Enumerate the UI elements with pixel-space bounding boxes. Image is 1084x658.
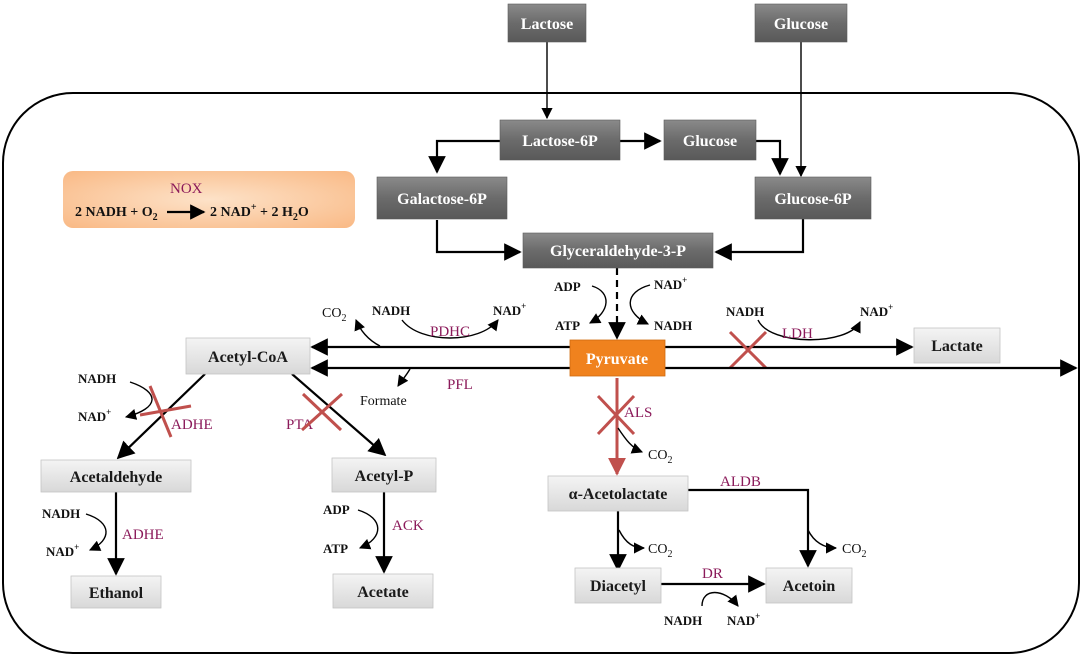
svg-text:Glucose: Glucose [774,16,828,33]
svg-text:Galactose-6P: Galactose-6P [397,191,487,208]
metabolite-acetate: Acetate [332,573,434,609]
metabolite-acetyl-p: Acetyl-P [331,457,437,493]
metabolite-acetoin: Acetoin [765,567,853,604]
aldb-co2: CO2 [842,542,866,560]
nox-equation-left: 2 NADH + O2 [75,205,158,223]
cell-boundary [2,92,1080,654]
ack-atp: ATP [323,541,348,556]
svg-text:Lactose: Lactose [521,16,573,33]
svg-text:Acetoin: Acetoin [783,578,836,595]
nox-equation-right: 2 NAD+ + 2 H2O [210,202,309,223]
pta-blocked-cross [300,392,344,432]
ldh-blocked-cross [728,330,768,370]
metabolite-pyruvate: Pyruvate [569,339,666,377]
svg-text:Lactate: Lactate [931,338,983,355]
svg-text:Glucose: Glucose [683,133,737,150]
enzyme-pdhc: PDHC [430,324,470,340]
ldh-nadh: NADH [726,304,764,319]
metabolite-lactate: Lactate [913,327,1001,364]
ack-adp: ADP [323,502,350,517]
svg-text:Glucose-6P: Glucose-6P [774,191,852,208]
metabolite-glucose-6p: Glucose-6P [754,176,872,220]
metabolite-acetyl-coa: Acetyl-CoA [185,337,311,375]
svg-text:Acetyl-CoA: Acetyl-CoA [208,349,288,366]
pdhc-nadh: NADH [372,303,410,318]
svg-text:Ethanol: Ethanol [89,585,144,602]
enzyme-ack: ACK [392,518,424,534]
svg-text:Diacetyl: Diacetyl [590,578,647,595]
dr-nadh: NADH [664,613,702,628]
glyc-adp: ADP [554,279,581,294]
enzyme-aldb: ALDB [720,474,761,490]
metabolite-glucose-internal: Glucose [663,119,757,161]
metabolite-glucose-external: Glucose [754,3,848,43]
pdhc-co2: CO2 [322,306,346,324]
enzyme-dr: DR [702,566,723,582]
metabolite-lactose-6p: Lactose-6P [499,119,621,161]
svg-text:Acetyl-P: Acetyl-P [355,468,414,485]
glyc-nad: NAD+ [654,275,687,292]
enzyme-adhe-1: ADHE [171,417,213,433]
dr-nad: NAD+ [727,611,760,628]
pfl-formate: Formate [360,394,407,409]
als-co2: CO2 [648,448,672,466]
metabolite-galactose-6p: Galactose-6P [376,176,508,220]
enzyme-nox: NOX [170,181,203,197]
acetolactate-co2: CO2 [648,542,672,560]
metabolite-alpha-acetolactate: α-Acetolactate [547,475,689,512]
svg-text:α-Acetolactate: α-Acetolactate [569,486,668,503]
glyc-nadh: NADH [654,318,692,333]
adhe1-nad: NAD+ [78,407,111,424]
pdhc-nad: NAD+ [493,301,526,318]
adhe2-nadh: NADH [42,506,80,521]
metabolite-glyceraldehyde-3-p: Glyceraldehyde-3-P [522,232,714,269]
metabolite-lactose: Lactose [507,3,587,43]
svg-text:Acetate: Acetate [357,584,409,601]
svg-text:Pyruvate: Pyruvate [586,351,648,368]
als-blocked-cross [596,394,636,436]
enzyme-pfl: PFL [447,377,473,393]
enzyme-adhe-2: ADHE [122,527,164,543]
metabolite-acetaldehyde: Acetaldehyde [40,459,192,493]
ldh-nad: NAD+ [860,302,893,319]
enzyme-ldh: LDH [782,326,813,342]
adhe1-nadh: NADH [78,371,116,386]
svg-text:Lactose-6P: Lactose-6P [522,133,598,150]
adhe2-nad: NAD+ [46,542,79,559]
svg-text:Glyceraldehyde-3-P: Glyceraldehyde-3-P [550,243,686,260]
metabolite-ethanol: Ethanol [70,575,162,609]
glyc-atp: ATP [555,318,580,333]
enzyme-pta: PTA [286,417,313,433]
metabolite-diacetyl: Diacetyl [574,567,662,604]
adhe-blocked-cross [139,385,192,438]
enzyme-als: ALS [624,405,652,421]
svg-text:Acetaldehyde: Acetaldehyde [70,469,162,486]
nox-panel: NOX 2 NADH + O2 2 NAD+ + 2 H2O [63,171,355,228]
